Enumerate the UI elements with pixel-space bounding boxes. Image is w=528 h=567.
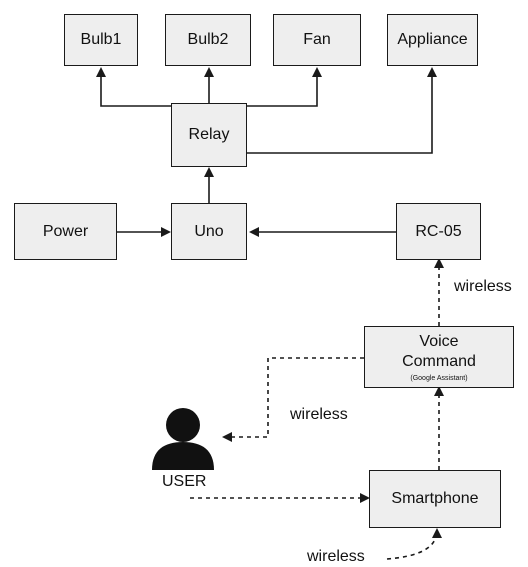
uno-label: Uno (194, 222, 224, 240)
relay-label: Relay (188, 126, 230, 143)
appliance-box: Appliance (387, 14, 478, 66)
fan-box: Fan (273, 14, 361, 66)
power-label: Power (42, 222, 89, 240)
bulb2-label: Bulb2 (187, 31, 229, 48)
wireless-label-rc05: wireless (454, 278, 512, 295)
arrow-relay-to-appliance (247, 67, 437, 154)
bulb2-box: Bulb2 (165, 14, 251, 66)
voice-sublabel: (Google Assistant) (410, 374, 468, 382)
rc05-label: RC-05 (415, 222, 462, 240)
wireless-label-bottom: wireless (307, 548, 365, 565)
power-box: Power (14, 203, 117, 260)
smartphone-label: Smartphone (391, 490, 479, 507)
wireless-label-user: wireless (290, 406, 348, 423)
arrow-wireless-to-smartphone (386, 528, 442, 560)
relay-box: Relay (171, 103, 247, 167)
voice-command-box: Voice Command (Google Assistant) (364, 326, 514, 388)
bulb1-label: Bulb1 (80, 31, 122, 48)
fan-label: Fan (303, 31, 331, 48)
arrow-relay-to-fan (247, 67, 322, 107)
rc05-box: RC-05 (396, 203, 481, 260)
smartphone-box: Smartphone (369, 470, 501, 528)
voice-label-line1: Voice (419, 332, 459, 350)
user-label: USER (162, 473, 207, 490)
voice-label-line2: Command (402, 352, 476, 370)
appliance-label: Appliance (397, 31, 468, 48)
uno-box: Uno (171, 203, 247, 260)
arrow-relay-to-bulb1 (96, 67, 171, 107)
bulb1-box: Bulb1 (64, 14, 138, 66)
user-silhouette-icon (152, 408, 214, 470)
arrow-voice-to-user (222, 357, 364, 442)
